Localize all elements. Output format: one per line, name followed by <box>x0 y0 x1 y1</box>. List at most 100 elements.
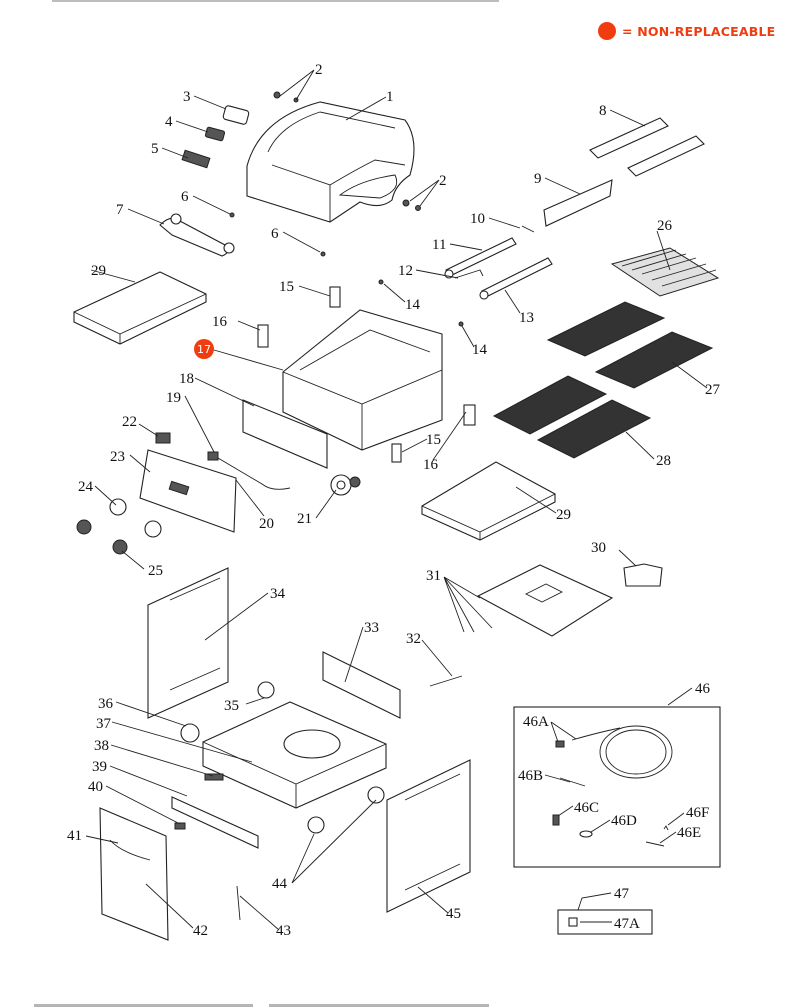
callout-44[interactable]: 44 <box>272 876 288 892</box>
part-bracket-15b[interactable] <box>391 443 402 463</box>
part-grease-tray-31[interactable] <box>476 564 614 637</box>
callout-10[interactable]: 10 <box>470 211 485 227</box>
callout-16[interactable]: 16 <box>212 314 228 330</box>
callout-7[interactable]: 7 <box>116 202 124 218</box>
callout-46E[interactable]: 46E <box>677 825 701 841</box>
part-rail-39[interactable] <box>171 796 259 849</box>
part-bracket-16b[interactable] <box>463 404 476 426</box>
part-door-42[interactable] <box>99 807 169 941</box>
callout-6[interactable]: 6 <box>181 189 189 205</box>
part-lid-handle-7[interactable] <box>159 213 235 257</box>
part-43[interactable] <box>236 885 241 921</box>
callout-14[interactable]: 14 <box>405 297 421 313</box>
part-back-panel-33[interactable] <box>322 651 401 719</box>
part-hose-46[interactable] <box>571 725 673 779</box>
callout-15[interactable]: 15 <box>426 432 441 448</box>
part-control-panel-23[interactable] <box>139 449 237 533</box>
callout-38[interactable]: 38 <box>94 738 109 754</box>
callout-12[interactable]: 12 <box>398 263 413 279</box>
callout-31[interactable]: 31 <box>426 568 441 584</box>
callout-3[interactable]: 3 <box>183 89 191 105</box>
callout-18[interactable]: 18 <box>179 371 194 387</box>
callout-1[interactable]: 1 <box>386 89 394 105</box>
part-knobs-25[interactable] <box>76 519 128 555</box>
part-screw-14a[interactable] <box>378 279 384 285</box>
callout-6[interactable]: 6 <box>271 226 279 242</box>
callout-22[interactable]: 22 <box>122 414 137 430</box>
callout-2[interactable]: 2 <box>439 173 447 189</box>
callout-33[interactable]: 33 <box>364 620 379 636</box>
part-grease-cup-30[interactable] <box>623 563 663 587</box>
callout-47[interactable]: 47 <box>614 886 630 902</box>
part-lid[interactable] <box>246 101 415 223</box>
callout-9[interactable]: 9 <box>534 171 542 187</box>
callout-46[interactable]: 46 <box>695 681 711 697</box>
callout-2[interactable]: 2 <box>315 62 323 78</box>
part-caster-35[interactable] <box>257 681 275 699</box>
part-rod-32[interactable] <box>429 675 463 687</box>
callout-13[interactable]: 13 <box>519 310 534 326</box>
part-side-shelf-29a[interactable] <box>73 271 207 345</box>
callout-26[interactable]: 26 <box>657 218 673 234</box>
callout-24[interactable]: 24 <box>78 479 94 495</box>
callout-17-non-replaceable[interactable]: 17 <box>194 339 214 359</box>
part-heat-tents-8[interactable] <box>589 117 705 177</box>
part-bracket-15a[interactable] <box>329 286 341 308</box>
part-regulator-21[interactable] <box>330 474 361 496</box>
part-bolt-46C[interactable] <box>552 814 560 826</box>
callout-8[interactable]: 8 <box>599 103 607 119</box>
callout-46A[interactable]: 46A <box>523 714 549 730</box>
part-screws-2[interactable] <box>273 91 421 211</box>
callout-15[interactable]: 15 <box>279 279 294 295</box>
part-caster-36[interactable] <box>180 723 200 743</box>
callout-5[interactable]: 5 <box>151 141 159 157</box>
callout-45[interactable]: 45 <box>446 906 461 922</box>
part-pin-46E[interactable] <box>645 841 665 847</box>
part-cooking-grates-28[interactable] <box>492 375 652 459</box>
callout-19[interactable]: 19 <box>166 390 181 406</box>
callout-36[interactable]: 36 <box>98 696 114 712</box>
part-40[interactable] <box>174 822 186 830</box>
callout-37[interactable]: 37 <box>96 716 112 732</box>
callout-42[interactable]: 42 <box>193 923 208 939</box>
part-side-panel-34[interactable] <box>147 567 229 719</box>
part-flame-tamers-27[interactable] <box>546 301 714 389</box>
part-manifold-20[interactable] <box>217 457 291 490</box>
part-fitting-46A[interactable] <box>555 740 565 748</box>
part-side-shelf-29b[interactable] <box>421 461 556 541</box>
callout-25[interactable]: 25 <box>148 563 163 579</box>
callout-14[interactable]: 14 <box>472 342 488 358</box>
callout-46C[interactable]: 46C <box>574 800 599 816</box>
callout-11[interactable]: 11 <box>432 237 446 253</box>
part-electrode-10[interactable] <box>521 225 535 233</box>
callout-27[interactable]: 27 <box>705 382 721 398</box>
callout-35[interactable]: 35 <box>224 698 239 714</box>
part-burner-13[interactable] <box>479 257 553 300</box>
part-screw-14b[interactable] <box>458 321 464 327</box>
part-screw-6a[interactable] <box>229 212 235 218</box>
callout-30[interactable]: 30 <box>591 540 606 556</box>
callout-32[interactable]: 32 <box>406 631 421 647</box>
callout-41[interactable]: 41 <box>67 828 82 844</box>
part-screw-6b[interactable] <box>320 251 326 257</box>
callout-46F[interactable]: 46F <box>686 805 709 821</box>
part-knob-bezels-24[interactable] <box>109 498 162 538</box>
part-46B[interactable] <box>559 777 586 787</box>
part-bezel-3[interactable] <box>222 105 250 125</box>
callout-23[interactable]: 23 <box>110 449 125 465</box>
part-igniter-22[interactable] <box>155 432 171 444</box>
part-washer-46D[interactable] <box>579 830 593 838</box>
callout-46B[interactable]: 46B <box>518 768 543 784</box>
part-clip-46F[interactable] <box>663 825 669 831</box>
callout-46D[interactable]: 46D <box>611 813 637 829</box>
callout-29[interactable]: 29 <box>556 507 571 523</box>
callout-4[interactable]: 4 <box>165 114 173 130</box>
callout-39[interactable]: 39 <box>92 759 107 775</box>
part-heat-panel-18[interactable] <box>242 399 328 469</box>
callout-47A[interactable]: 47A <box>614 916 640 932</box>
callout-16[interactable]: 16 <box>423 457 439 473</box>
part-firebox-17[interactable] <box>282 309 443 451</box>
part-burner-12[interactable] <box>454 269 484 279</box>
part-bracket-16a[interactable] <box>257 324 269 348</box>
part-valve-19[interactable] <box>207 451 219 461</box>
